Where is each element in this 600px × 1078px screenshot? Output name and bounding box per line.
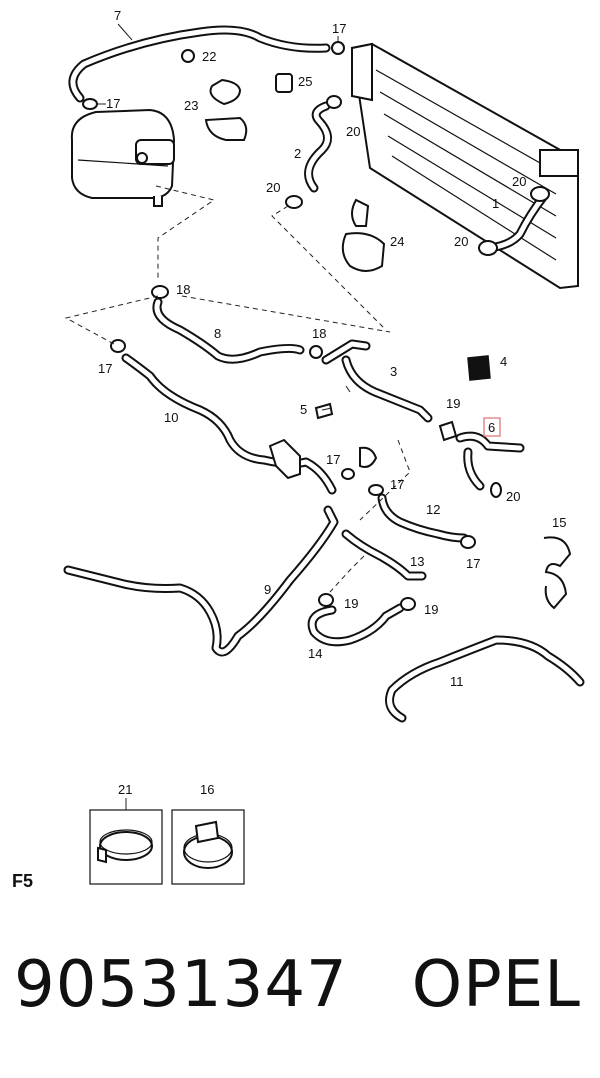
callout-11: 11 bbox=[450, 674, 464, 689]
callout-20: 20 bbox=[454, 234, 468, 249]
callout-20: 20 bbox=[266, 180, 280, 195]
callout-8: 8 bbox=[214, 326, 221, 341]
callout-24: 24 bbox=[390, 234, 404, 249]
hose-13 bbox=[341, 529, 427, 581]
hose-14 bbox=[307, 603, 405, 647]
callout-19: 19 bbox=[446, 396, 460, 411]
pipe-3 bbox=[321, 339, 433, 423]
callout-25: 25 bbox=[298, 74, 312, 89]
callout-4: 4 bbox=[500, 354, 507, 369]
hose-12 bbox=[377, 493, 469, 543]
callout-15: 15 bbox=[552, 515, 566, 530]
callout-2: 2 bbox=[294, 146, 301, 161]
callout-6-highlight bbox=[483, 417, 501, 437]
hose-10 bbox=[121, 353, 337, 495]
hose-7 bbox=[68, 25, 331, 103]
callout-20: 20 bbox=[506, 489, 520, 504]
callout-19: 19 bbox=[424, 602, 438, 617]
figure-label: F5 bbox=[12, 871, 33, 891]
callout-3: 3 bbox=[390, 364, 397, 379]
radiator bbox=[350, 42, 579, 290]
callout-14: 14 bbox=[308, 646, 322, 661]
callout-20: 20 bbox=[346, 124, 360, 139]
hose-8 bbox=[152, 297, 305, 364]
callout-5: 5 bbox=[300, 402, 307, 417]
callout-21: 21 bbox=[118, 782, 132, 797]
callout-22: 22 bbox=[202, 49, 216, 64]
expansion-tank bbox=[70, 108, 176, 207]
callout-17: 17 bbox=[466, 556, 480, 571]
connection-lines bbox=[64, 185, 411, 593]
callout-23: 23 bbox=[184, 98, 198, 113]
callout-7: 7 bbox=[114, 8, 121, 23]
callout-17: 17 bbox=[390, 477, 404, 492]
callout-10: 10 bbox=[164, 410, 178, 425]
callouts: 7 17 22 25 17 23 20 2 20 20 1 24 20 18 8… bbox=[98, 8, 566, 797]
callout-17: 17 bbox=[326, 452, 340, 467]
callout-13: 13 bbox=[410, 554, 424, 569]
hose-9 bbox=[63, 505, 339, 657]
callout-9: 9 bbox=[264, 582, 271, 597]
callout-17: 17 bbox=[106, 96, 120, 111]
callout-20: 20 bbox=[512, 174, 526, 189]
callout-1: 1 bbox=[492, 196, 499, 211]
hose-6 bbox=[455, 431, 525, 491]
inset-clamp-21 bbox=[89, 809, 163, 885]
callout-17: 17 bbox=[98, 361, 112, 376]
brackets-and-clips bbox=[204, 73, 572, 610]
callout-16: 16 bbox=[200, 782, 214, 797]
callout-6: 6 bbox=[488, 420, 495, 435]
hose-2 bbox=[304, 101, 332, 193]
part-number: 90531347 bbox=[14, 948, 348, 1022]
brand-name: OPEL bbox=[411, 948, 581, 1022]
callout-17: 17 bbox=[332, 21, 346, 36]
callout-18: 18 bbox=[312, 326, 326, 341]
hose-1 bbox=[483, 191, 549, 253]
inset-clamp-16 bbox=[171, 809, 245, 885]
part-number-line: 90531347 OPEL bbox=[14, 948, 581, 1022]
callout-19: 19 bbox=[344, 596, 358, 611]
hose-11 bbox=[385, 635, 585, 723]
callout-12: 12 bbox=[426, 502, 440, 517]
callout-18: 18 bbox=[176, 282, 190, 297]
